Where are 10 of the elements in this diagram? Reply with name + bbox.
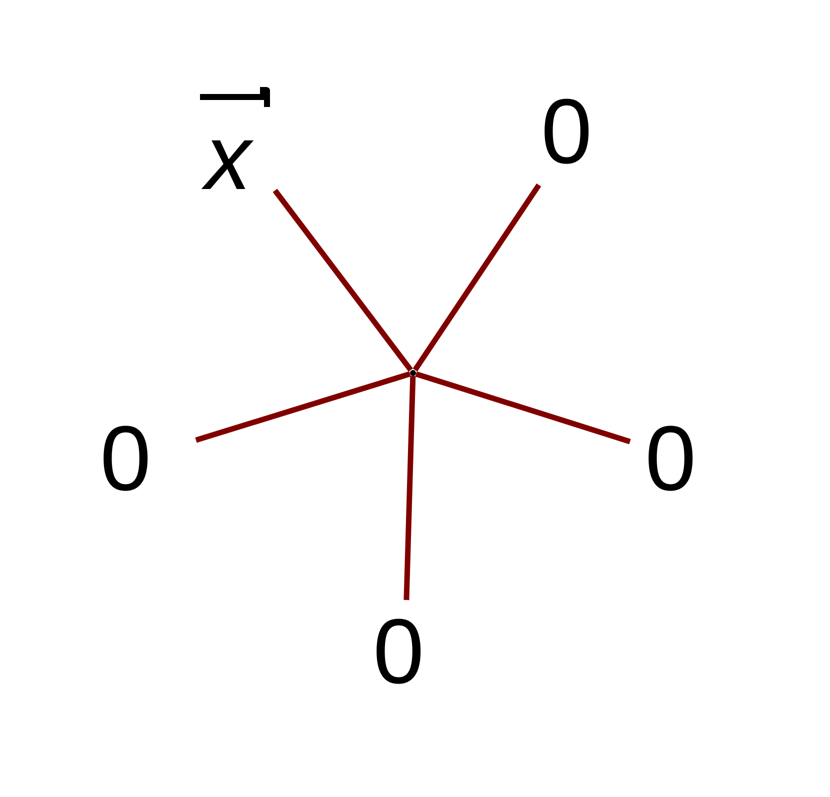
value-label: 0 [373, 606, 424, 698]
junction-dot [410, 370, 416, 376]
connector-line [412, 183, 542, 372]
value-label: 0 [541, 86, 592, 178]
connector-line [415, 371, 631, 444]
value-label: 0 [100, 413, 152, 505]
connector-line [272, 188, 413, 372]
connector-line [404, 376, 416, 600]
connector-line [195, 371, 411, 443]
value-label: 0 [645, 413, 696, 505]
